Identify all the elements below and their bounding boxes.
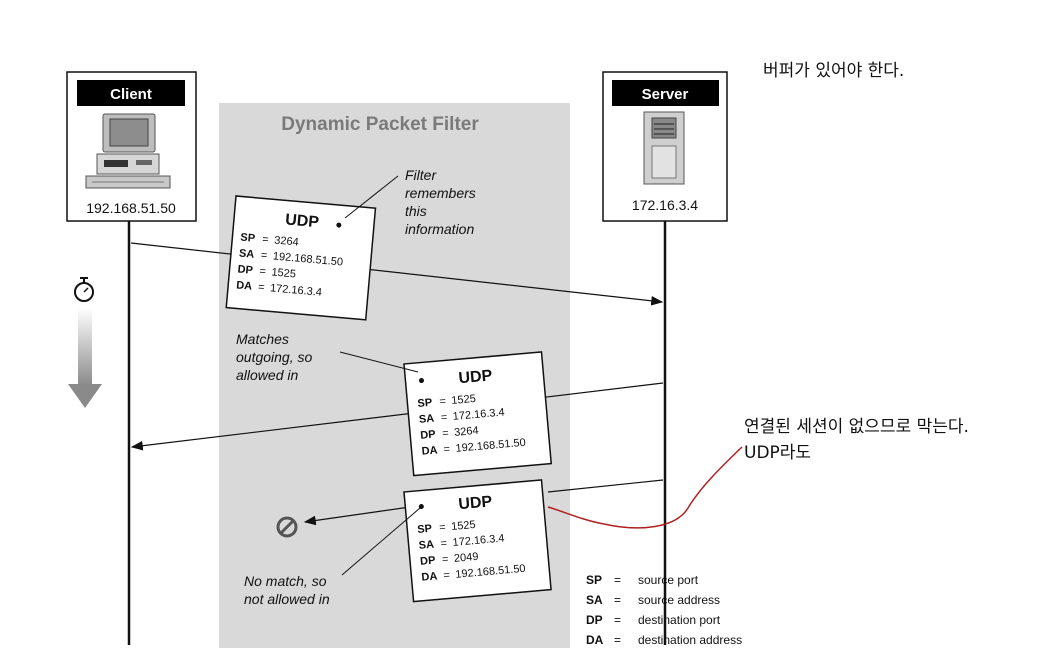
client-ip: 192.168.51.50 [86, 200, 176, 216]
field-key: DP [420, 429, 436, 442]
annotation-nomatch: No match, so not allowed in [244, 507, 421, 607]
stopwatch-icon [74, 277, 94, 302]
client-host: Client 192.168.51.50 [66, 71, 197, 222]
field-eq: = [260, 249, 267, 262]
field-key: DP [420, 555, 436, 568]
legend-eq: = [614, 633, 621, 647]
svg-text:Filter: Filter [405, 167, 437, 183]
legend-key: SA [586, 593, 603, 607]
field-key: DA [236, 279, 253, 292]
field-key: SA [418, 413, 434, 426]
blocked-arrow [303, 506, 411, 526]
packet-card-outgoing: UDP SP = 3264 SA = 192.168.51.50 DP = 15… [225, 195, 377, 321]
field-eq: = [439, 396, 446, 409]
field-eq: = [258, 281, 265, 294]
legend-key: DP [586, 613, 603, 627]
field-key: SP [417, 397, 433, 410]
field-eq: = [442, 553, 449, 566]
client-label: Client [110, 86, 152, 103]
svg-text:No match, so: No match, so [244, 573, 327, 589]
svg-text:outgoing, so: outgoing, so [236, 349, 312, 365]
time-arrow-icon [68, 308, 102, 408]
server-ip: 172.16.3.4 [632, 197, 698, 213]
field-key: DA [421, 570, 438, 583]
note-side-line2: UDP라도 [744, 443, 811, 463]
packet-dot [419, 378, 425, 384]
svg-text:remembers: remembers [405, 185, 476, 201]
field-value: 1525 [451, 519, 476, 533]
svg-text:this: this [405, 203, 427, 219]
packet-dot [418, 504, 424, 510]
field-eq: = [443, 443, 450, 456]
field-key: SP [417, 523, 433, 536]
svg-text:not allowed in: not allowed in [244, 591, 330, 607]
blocked-icon [276, 516, 298, 538]
field-eq: = [443, 569, 450, 582]
field-eq: = [262, 233, 269, 246]
legend-desc: source port [638, 573, 699, 587]
legend: SP = source port SA = source address DP … [586, 573, 742, 647]
packet-title: UDP [458, 493, 493, 513]
field-value: 172.16.3.4 [452, 406, 505, 422]
legend-desc: destination address [638, 633, 742, 647]
packet-dot [336, 222, 342, 228]
field-key: SA [238, 248, 254, 261]
server-label: Server [642, 86, 689, 103]
field-eq: = [259, 265, 266, 278]
field-eq: = [440, 537, 447, 550]
packet-title: UDP [458, 367, 493, 387]
legend-desc: destination port [638, 613, 721, 627]
svg-text:information: information [405, 221, 474, 237]
legend-desc: source address [638, 593, 720, 607]
legend-key: SP [586, 573, 602, 587]
blocked-line [547, 479, 664, 493]
packet-card-blocked: UDP SP = 1525 SA = 172.16.3.4 DP = 2049 … [403, 479, 552, 603]
annotation-matches: Matches outgoing, so allowed in [236, 331, 419, 383]
reply-arrow [130, 382, 664, 451]
field-key: SA [418, 539, 434, 552]
field-value: 3264 [454, 425, 479, 439]
computer-icon [85, 113, 171, 189]
svg-text:allowed in: allowed in [236, 367, 298, 383]
client-label-bar [77, 80, 185, 106]
field-key: DP [237, 263, 253, 276]
server-icon [643, 111, 685, 185]
svg-text:Matches: Matches [236, 331, 289, 347]
outgoing-arrow [130, 242, 664, 306]
legend-key: DA [586, 633, 604, 647]
field-eq: = [439, 522, 446, 535]
field-key: DA [421, 444, 438, 457]
packet-card-reply: UDP SP = 1525 SA = 172.16.3.4 DP = 3264 … [403, 351, 553, 477]
note-side-line1: 연결된 세션이 없으므로 막는다. [744, 417, 969, 437]
field-value: 1525 [271, 266, 296, 280]
field-eq: = [440, 411, 447, 424]
field-value: 2049 [453, 551, 478, 565]
legend-eq: = [614, 573, 621, 587]
packet-title: UDP [284, 211, 319, 231]
field-value: 3264 [274, 235, 299, 249]
field-eq: = [442, 427, 449, 440]
server-label-bar [612, 80, 719, 106]
annotation-remembers: Filter remembers this information [344, 167, 476, 237]
field-key: SP [240, 232, 256, 245]
legend-eq: = [614, 593, 621, 607]
red-annotation-curve [547, 446, 743, 529]
server-host: Server 172.16.3.4 [602, 71, 728, 222]
field-value: 172.16.3.4 [270, 282, 323, 298]
legend-eq: = [614, 613, 621, 627]
field-value: 172.16.3.4 [452, 532, 505, 548]
note-top: 버퍼가 있어야 한다. [763, 61, 904, 81]
filter-title: Dynamic Packet Filter [281, 114, 479, 135]
field-value: 1525 [451, 393, 476, 407]
